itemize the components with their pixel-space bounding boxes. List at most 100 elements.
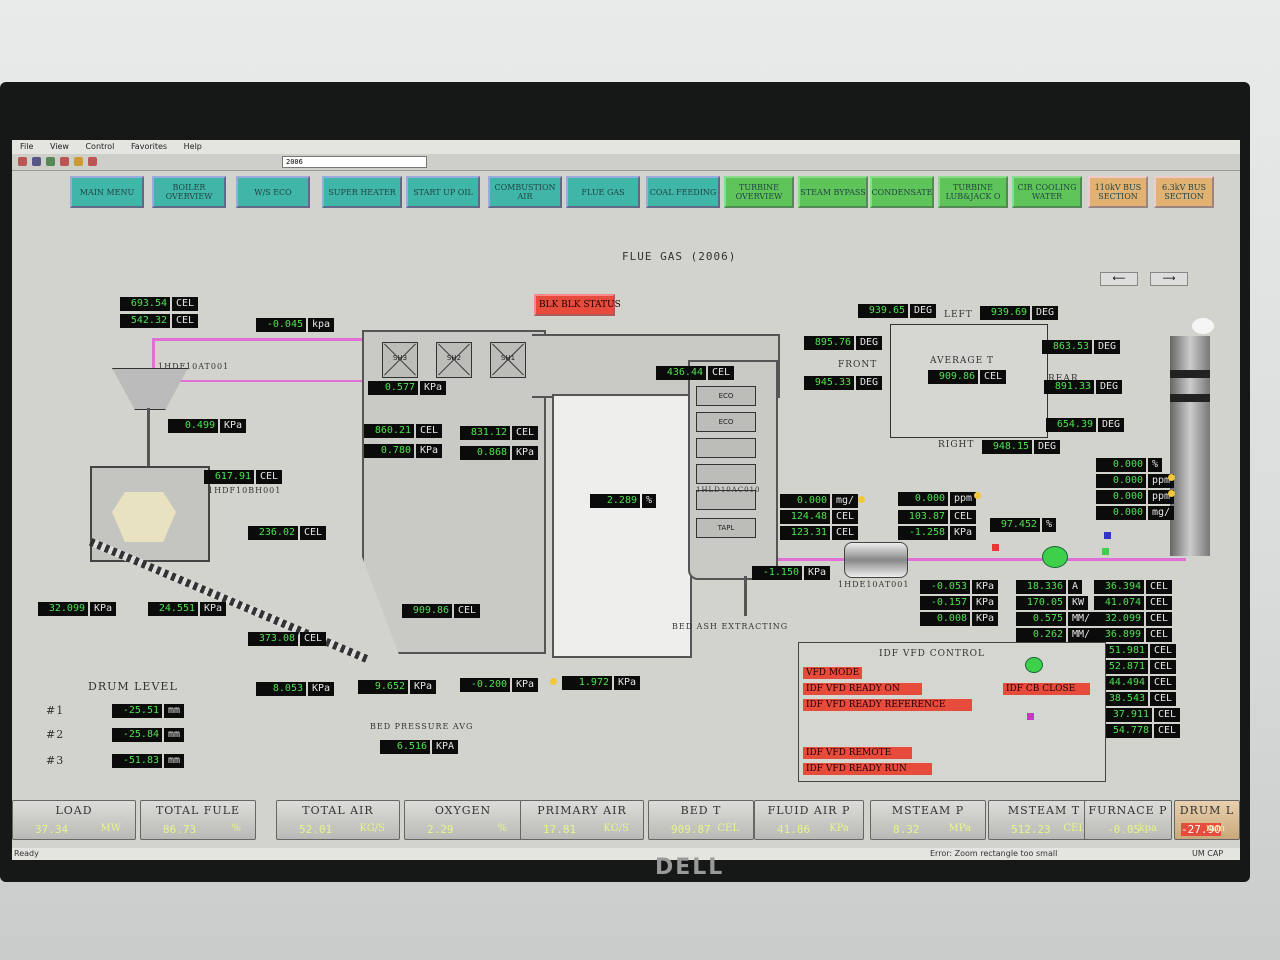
reading-r2289: 2.289%	[590, 494, 657, 508]
sh2-bank: SH2	[436, 342, 472, 378]
reading-value: -51.83	[112, 754, 162, 768]
hmi-screen: File View Control Favorites Help 2006 MA…	[12, 140, 1240, 860]
reading-value: 1.972	[562, 676, 612, 690]
reading-value: -0.200	[460, 678, 510, 692]
reading-unit: DEG	[1032, 306, 1059, 320]
downcomer	[147, 408, 150, 468]
reading-unit: mm	[164, 728, 185, 742]
summary-value: 512.23	[1011, 823, 1051, 836]
reading-value: -25.51	[112, 704, 162, 718]
menu-view[interactable]: View	[49, 142, 69, 151]
sh1-bank: SH1	[490, 342, 526, 378]
eco-banks: ECO ECO TAPL	[696, 386, 756, 546]
menu-control[interactable]: Control	[85, 142, 115, 151]
nav-main-menu[interactable]: MAIN MENU	[70, 176, 144, 208]
stop-icon[interactable]	[60, 157, 69, 166]
reading-value: 945.33	[804, 376, 854, 390]
nav-6-3kv-bus-section[interactable]: 6.3kV BUS SECTION	[1154, 176, 1214, 208]
nav-coal-feeding[interactable]: COAL FEEDING	[646, 176, 720, 208]
summary-unit: KG/S	[603, 823, 629, 834]
nav-110kv-bus-section[interactable]: 110kV BUS SECTION	[1088, 176, 1148, 208]
back-icon[interactable]	[18, 157, 27, 166]
nav-cir-cooling-water[interactable]: CIR COOLING WATER	[1012, 176, 1082, 208]
reading-value: 44.494	[1098, 676, 1148, 690]
next-page-button[interactable]: ⟶	[1150, 272, 1188, 286]
reading-unit: KPa	[308, 682, 335, 696]
idf-vfd-status-icon	[1027, 713, 1034, 720]
nav-combustion-air[interactable]: COMBUSTION AIR	[488, 176, 562, 208]
reading-value: 32.099	[1094, 612, 1144, 626]
summary-label: MSTEAM P	[891, 804, 965, 817]
nav-condensate[interactable]: CONDENSATE	[870, 176, 934, 208]
summary-value: 909.87	[671, 823, 711, 836]
nav-flue-gas[interactable]: FLUE GAS	[566, 176, 640, 208]
tag-hdf10at001: 1HDF10AT001	[158, 362, 230, 371]
reading-value: 863.53	[1042, 340, 1092, 354]
refresh-icon[interactable]	[74, 157, 83, 166]
summary-value: -27.90	[1181, 823, 1221, 836]
reading-unit: CEL	[1150, 644, 1177, 658]
summary-label: TOTAL AIR	[302, 804, 374, 817]
reading-unit: KW	[1068, 596, 1089, 610]
idf-vfd-ready-ref-button[interactable]: IDF VFD READY REFERENCE	[803, 699, 972, 711]
flue-pipe-down	[152, 338, 155, 374]
print-icon[interactable]	[88, 157, 97, 166]
idf-vfd-ready-on-button[interactable]: IDF VFD READY ON	[803, 683, 922, 695]
address-field[interactable]: 2006	[282, 156, 427, 168]
reading-value: 41.074	[1094, 596, 1144, 610]
nav-steam-bypass[interactable]: STEAM BYPASS	[798, 176, 868, 208]
summary-value: 52.01	[299, 823, 333, 836]
idf-fan-icon[interactable]	[1042, 546, 1068, 568]
blk-status-button[interactable]: BLK BLK STATUS	[534, 294, 621, 316]
alarm-dot	[1168, 474, 1175, 481]
alarm-dot	[858, 496, 865, 503]
reading-unit: CEL	[1150, 676, 1177, 690]
vfd-mode-button[interactable]: VFD MODE	[803, 667, 862, 679]
menu-help[interactable]: Help	[183, 142, 202, 151]
idf-vfd-remote-button[interactable]: IDF VFD REMOTE	[803, 747, 912, 759]
reading-unit: CEL	[172, 297, 199, 311]
summary-label: MSTEAM T	[1007, 804, 1081, 817]
reading-value: 895.76	[804, 336, 854, 350]
home-icon[interactable]	[46, 157, 55, 166]
prev-page-button[interactable]: ⟵	[1100, 272, 1138, 286]
summary-label: OXYGEN	[434, 804, 492, 817]
reading-value: 0.000	[1096, 474, 1146, 488]
idf-motor-icon[interactable]	[1025, 657, 1043, 673]
reading-value: 38.543	[1098, 692, 1148, 706]
menu-favorites[interactable]: Favorites	[130, 142, 168, 151]
nav-start-up-oil[interactable]: START UP OIL	[406, 176, 480, 208]
nav-super-heater[interactable]: SUPER HEATER	[322, 176, 402, 208]
idf-cb-close-button[interactable]: IDF CB CLOSE	[1003, 683, 1090, 695]
reading-unit: KPa	[614, 676, 641, 690]
reading-value: 0.000	[780, 494, 830, 508]
nav-boiler-overview[interactable]: BOILER OVERVIEW	[152, 176, 226, 208]
menu-file[interactable]: File	[20, 142, 34, 151]
forward-icon[interactable]	[32, 157, 41, 166]
idf-vfd-ready-run-button[interactable]: IDF VFD READY RUN	[803, 763, 932, 775]
reading-value: 831.12	[460, 426, 510, 440]
nav-w-s-eco[interactable]: W/S ECO	[236, 176, 310, 208]
nav-turbine-overview[interactable]: TURBINE OVERVIEW	[724, 176, 794, 208]
nav-turbine-lub-jack-o[interactable]: TURBINE LUB&JACK O	[938, 176, 1008, 208]
